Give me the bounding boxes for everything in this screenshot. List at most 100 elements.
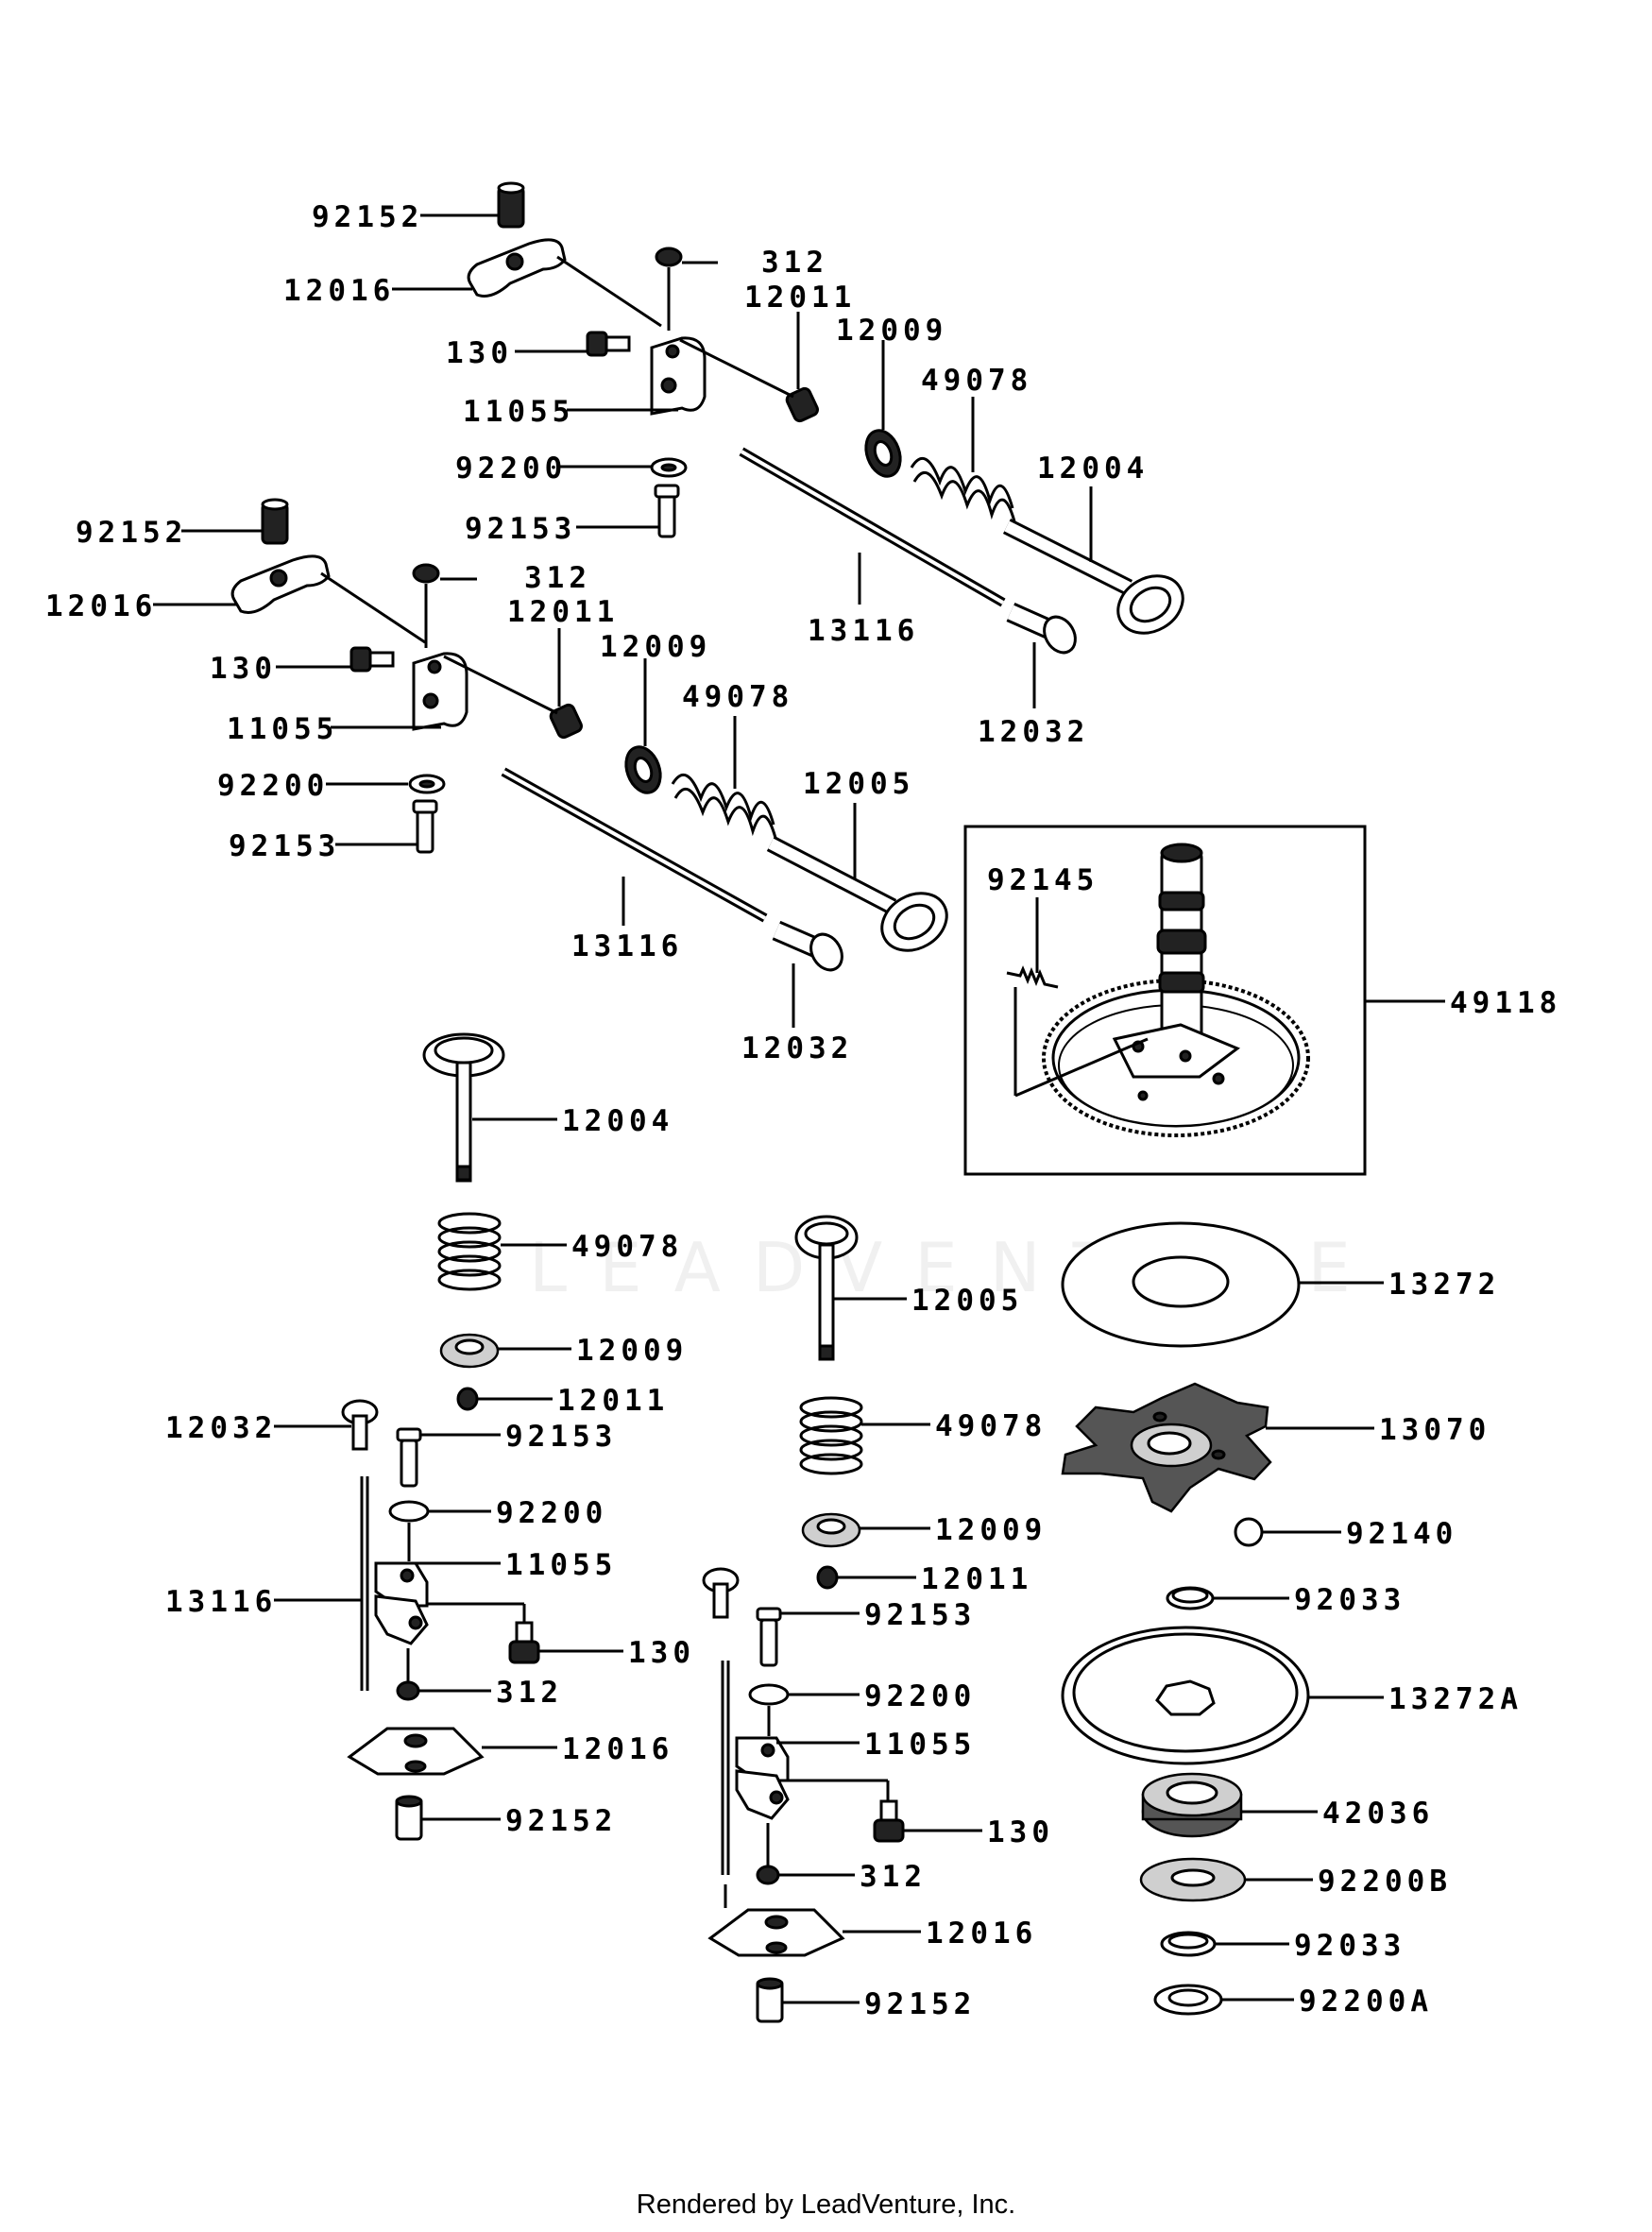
nut-312-middle [756,1865,780,1885]
label-49118: 49118 [1450,986,1561,1020]
plate-13272 [1061,1221,1301,1348]
label-11055-middle: 11055 [864,1728,976,1762]
bracket-11055-left [374,1561,429,1645]
spring-49078-a [910,456,1016,522]
label-92140: 92140 [1346,1517,1457,1551]
label-11055-b: 11055 [227,712,338,746]
label-92153-a: 92153 [465,512,576,546]
label-13116-left: 13116 [165,1585,277,1619]
washer-92200B [1139,1857,1247,1902]
label-49078-a: 49078 [921,364,1032,398]
spring-49078-middle [799,1396,863,1475]
label-312-b: 312 [524,561,591,595]
weight-plate-13070 [1061,1382,1272,1513]
label-13116-b: 13116 [571,929,683,963]
spring-49078-left [437,1212,502,1291]
valve-12004-a [1002,518,1184,635]
nut-312-b [412,563,440,584]
plate-13272A [1061,1626,1310,1765]
sleeve-92152-middle [756,1977,784,2023]
bolt-130-b [349,646,372,673]
label-12016-b: 12016 [45,589,157,623]
screw-92153-left [396,1427,422,1488]
group-b-parts [230,498,948,972]
label-92153-left: 92153 [505,1420,617,1454]
label-92145: 92145 [987,863,1098,897]
right-column-parts [1061,1221,1310,2016]
label-11055-left: 11055 [505,1548,617,1582]
collet-12011-middle [816,1565,839,1590]
bolt-130-middle [873,1799,905,1843]
label-92153-middle: 92153 [864,1598,976,1632]
rocker-arm-12016-left [347,1727,485,1776]
group-a-parts [467,181,1184,655]
left-column-parts [341,1032,540,1841]
label-12016-a: 12016 [283,274,395,308]
label-12032-a: 12032 [978,715,1089,749]
label-12005-b: 12005 [803,767,914,801]
label-312-a: 312 [761,246,828,280]
label-12016-middle: 12016 [926,1917,1037,1951]
valve-12004-left [422,1032,505,1183]
tappet-12032-b [772,920,843,972]
label-312-middle: 312 [860,1860,927,1894]
camshaft-box [963,825,1445,1176]
label-12009-middle: 12009 [935,1513,1047,1547]
rocker-arm-12016-middle [707,1908,845,1957]
label-12004-a: 12004 [1037,452,1149,486]
label-12009-a: 12009 [836,314,947,348]
label-12011-b: 12011 [507,595,619,629]
gear-nut-42036 [1141,1772,1243,1838]
retainer-12009-middle [801,1512,861,1548]
tappet-12032-left [341,1399,379,1451]
ring-92033-b [1160,1931,1217,1957]
label-13116-a: 13116 [808,614,919,648]
label-92152-b: 92152 [76,516,187,550]
label-92153-b: 92153 [229,829,340,863]
collet-12011-a [785,386,819,423]
label-12011-middle: 12011 [921,1562,1032,1596]
label-42036: 42036 [1322,1797,1434,1831]
spring-pin-92145 [1006,965,1149,1098]
leader-lines [153,213,1384,2004]
washer-92200-middle [748,1683,790,1706]
label-92200-a: 92200 [455,452,567,486]
nut-312-a [655,247,683,267]
label-92200-left: 92200 [496,1496,607,1530]
label-92200-middle: 92200 [864,1679,976,1713]
label-12032-b: 12032 [741,1031,853,1065]
label-13070: 13070 [1379,1413,1490,1447]
label-12011-left: 12011 [557,1384,669,1418]
label-130-middle: 130 [987,1815,1054,1849]
washer-92200A [1153,1984,1223,2016]
label-12009-b: 12009 [600,630,711,664]
screw-92153-middle [756,1607,782,1667]
label-11055-a: 11055 [463,395,574,429]
label-92033-b: 92033 [1294,1929,1405,1963]
label-92152-a: 92152 [312,200,423,234]
sleeve-92152-left [395,1795,423,1841]
label-92033-a: 92033 [1294,1583,1405,1617]
collet-12011-left [456,1387,479,1411]
bolt-130-left [508,1621,540,1664]
tappet-12032-middle [702,1567,740,1619]
label-12005-middle: 12005 [911,1284,1023,1318]
bracket-11055-b [412,652,468,731]
label-13272: 13272 [1388,1268,1500,1302]
label-49078-left: 49078 [571,1230,683,1264]
label-12032-left: 12032 [165,1411,277,1445]
label-49078-b: 49078 [682,680,793,714]
spring-49078-b [671,773,777,839]
label-130-left: 130 [628,1636,695,1670]
collet-12011-b [549,703,583,740]
bracket-11055-middle [735,1736,790,1820]
label-130-a: 130 [446,336,513,370]
part-labels: 92152 12016 312 12011 130 12009 49078 11… [45,200,1561,2021]
label-92152-middle: 92152 [864,1987,976,2021]
valve-12005-middle [794,1215,859,1361]
bolt-130-a [586,331,608,357]
label-92200A: 92200A [1299,1985,1433,2019]
label-92152-left: 92152 [505,1804,617,1838]
label-12004-left: 12004 [562,1104,673,1138]
